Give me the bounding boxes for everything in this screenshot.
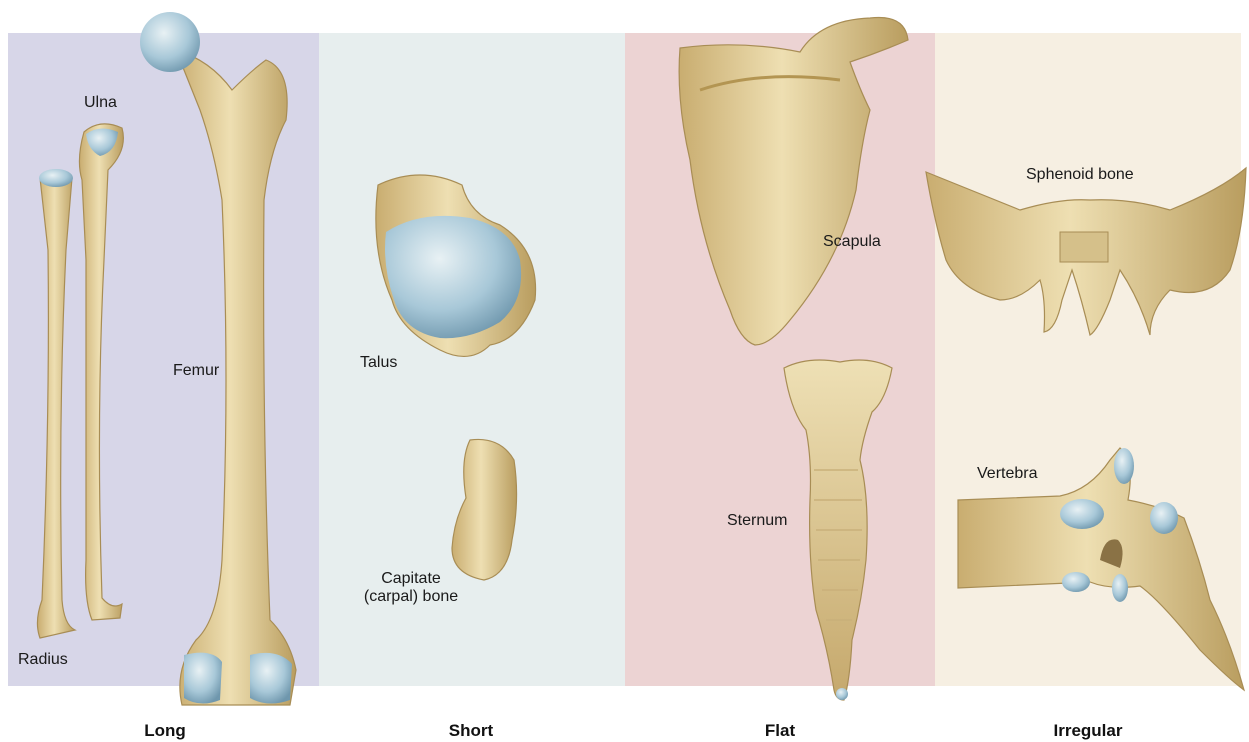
radius-bone [37,169,75,638]
category-irregular: Irregular [1054,721,1123,741]
capitate-label-line1: Capitate [364,570,458,588]
sternum-bone [784,360,892,700]
ulna-bone [79,124,123,620]
femur-label: Femur [173,362,219,380]
capitate-label: Capitate (carpal) bone [364,570,458,606]
scapula-bone [679,17,908,345]
vertebra-bone [958,448,1244,690]
sphenoid-label: Sphenoid bone [1026,166,1134,184]
talus-bone [376,175,536,356]
talus-label: Talus [360,354,397,372]
sternum-label: Sternum [727,512,787,530]
category-short: Short [449,721,493,741]
capitate-bone [452,439,517,580]
ulna-label: Ulna [84,94,117,112]
femur-bone [140,12,296,705]
category-long: Long [144,721,186,741]
category-flat: Flat [765,721,795,741]
capitate-label-line2: (carpal) bone [364,588,458,606]
scapula-label: Scapula [823,233,881,251]
sphenoid-bone [926,168,1246,335]
vertebra-label: Vertebra [977,465,1037,483]
radius-label: Radius [18,651,68,669]
